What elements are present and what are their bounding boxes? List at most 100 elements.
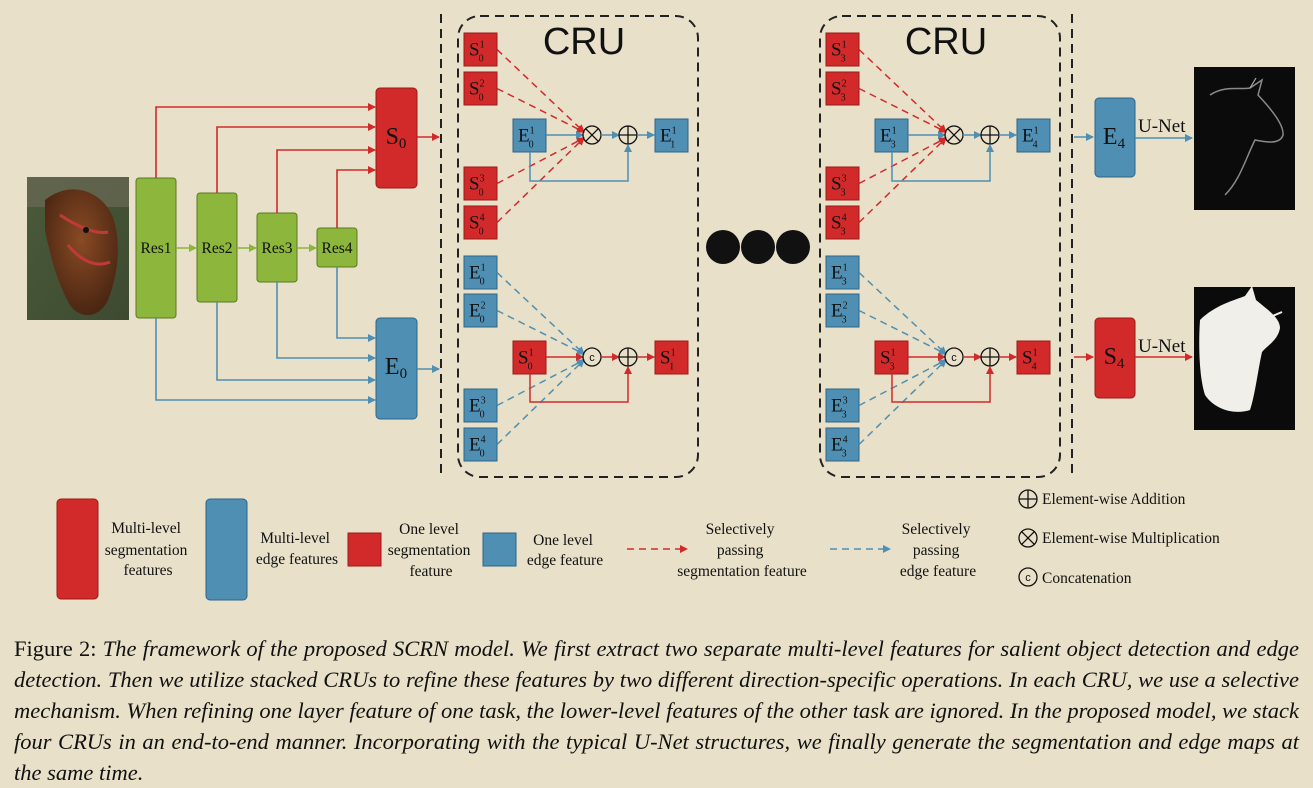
svg-text:E20: E20 [469, 301, 486, 326]
res-label: Res3 [262, 240, 293, 257]
svg-text:Element-wise Multiplication: Element-wise Multiplication [1042, 530, 1220, 547]
svg-text:E23: E23 [831, 301, 848, 326]
res-label: Res2 [202, 240, 233, 257]
s4-block: S4 [1094, 317, 1136, 399]
figure-caption: Figure 2: The framework of the proposed … [14, 633, 1299, 788]
svg-text:S13: S13 [831, 40, 847, 65]
edge-dash-arrow [496, 309, 585, 355]
svg-text:E0: E0 [385, 354, 407, 382]
svg-text:Concatenation: Concatenation [1042, 570, 1132, 587]
svg-text:S4: S4 [1104, 344, 1125, 372]
edge-dash-arrow [858, 359, 947, 407]
svg-text:c: c [589, 352, 595, 364]
svg-text:E13: E13 [880, 126, 897, 151]
svg-text:S10: S10 [469, 40, 485, 65]
seg-dash-arrow [496, 48, 585, 133]
legend-multi-edge-swatch [205, 498, 248, 601]
svg-text:E13: E13 [831, 263, 848, 288]
seg-dash-arrow [496, 137, 585, 185]
res-to-e0-arrows [155, 267, 376, 404]
caption-body: The framework of the proposed SCRN model… [14, 636, 1300, 785]
svg-text:S20: S20 [469, 79, 485, 104]
scrn-framework-diagram: Res1 Res2 Res3 Res4 S0 E0 [27, 14, 1295, 601]
cru-title: CRU [905, 21, 987, 63]
e4-block: E4 [1094, 97, 1136, 178]
svg-text:E40: E40 [469, 435, 486, 460]
edge-dash-arrow [858, 271, 947, 355]
seg-dash-arrow [858, 87, 947, 133]
cru-box-right: CRU [819, 15, 1061, 478]
svg-text:S10: S10 [518, 348, 534, 373]
addition-icon [980, 347, 1000, 367]
seg-dash-arrow [858, 48, 947, 133]
legend: Multi-level segmentation features Multi-… [56, 489, 1220, 601]
legend-multi-seg-text: Multi-level segmentation features [105, 520, 192, 579]
multiplication-icon [1018, 528, 1038, 548]
svg-text:S14: S14 [1022, 348, 1038, 373]
svg-text:S30: S30 [469, 174, 485, 199]
svg-text:E11: E11 [660, 126, 677, 151]
edge-dash-arrow [496, 271, 585, 355]
svg-text:E14: E14 [1022, 126, 1039, 151]
legend-one-edge-swatch [482, 532, 517, 567]
svg-text:E10: E10 [469, 263, 486, 288]
svg-text:S13: S13 [880, 348, 896, 373]
addition-icon [618, 125, 638, 145]
svg-text:Element-wise Addition: Element-wise Addition [1042, 491, 1186, 508]
caption-lead: Figure 2: [14, 636, 103, 661]
svg-text:S11: S11 [660, 348, 676, 373]
res-block-2: Res2 [196, 192, 238, 303]
addition-icon [618, 347, 638, 367]
svg-text:c: c [951, 352, 957, 364]
multiplication-icon [582, 125, 602, 145]
legend-pass-edge-text: Selectively passing edge feature [900, 521, 976, 580]
svg-text:c: c [1025, 572, 1031, 584]
svg-text:E43: E43 [831, 435, 848, 460]
res-block-4: Res4 [316, 227, 358, 268]
legend-concatenation: c Concatenation [1018, 567, 1132, 587]
edge-skip-arrow [529, 144, 632, 182]
edge-dash-arrow [496, 359, 585, 407]
res-block-3: Res3 [256, 212, 298, 283]
unet-label-seg: U-Net [1138, 336, 1186, 357]
svg-text:S23: S23 [831, 79, 847, 104]
ellipsis-dots [706, 230, 810, 264]
legend-multi-edge-text: Multi-level edge features [256, 530, 338, 568]
e0-block: E0 [375, 317, 418, 420]
svg-text:E33: E33 [831, 396, 848, 421]
svg-text:E4: E4 [1103, 124, 1126, 152]
res-label: Res4 [322, 240, 353, 257]
edge-map-output [1194, 67, 1295, 210]
concatenation-icon: c [944, 347, 964, 367]
edge-skip-arrow [891, 144, 994, 182]
input-image [27, 177, 129, 320]
cru-box-left: CRU [457, 15, 699, 478]
unet-label-edge: U-Net [1138, 116, 1186, 137]
concatenation-icon: c [582, 347, 602, 367]
svg-text:S33: S33 [831, 174, 847, 199]
res-label: Res1 [141, 240, 172, 257]
res-block-1: Res1 [135, 177, 177, 319]
seg-skip-arrow [529, 366, 632, 403]
addition-icon [980, 125, 1000, 145]
